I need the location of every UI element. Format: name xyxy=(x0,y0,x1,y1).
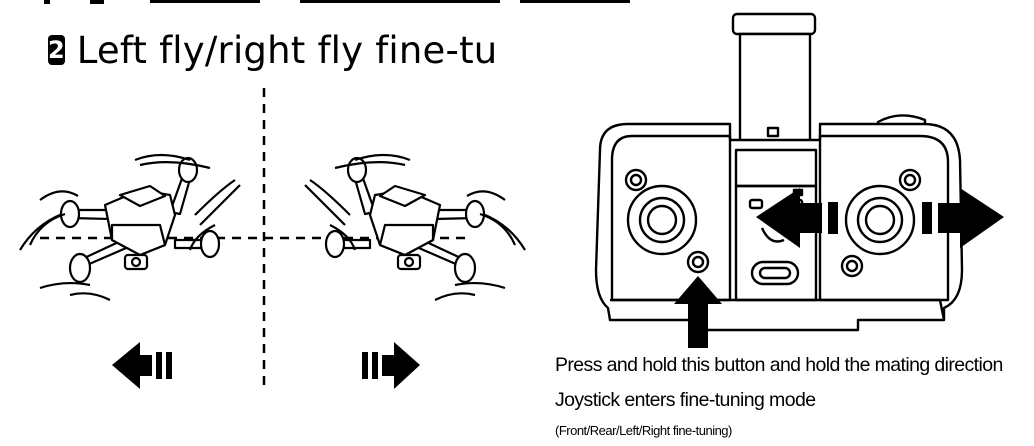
arrow-left-icon xyxy=(112,342,172,389)
drone-left xyxy=(19,153,241,301)
arrow-up-icon xyxy=(674,276,722,348)
cropped-top-text xyxy=(44,0,630,4)
drone-right xyxy=(304,153,526,301)
instruction-line-1: Press and hold this button and hold the … xyxy=(555,354,1003,376)
instruction-line-3: (Front/Rear/Left/Right fine-tuning) xyxy=(555,423,732,438)
arrow-right-icon xyxy=(362,342,420,389)
section-title: Left fly/right fly fine-tu xyxy=(76,28,494,72)
arrow-left-icon xyxy=(756,188,838,248)
instruction-line-2: Joystick enters fine-tuning mode xyxy=(555,389,816,411)
remote-controller xyxy=(594,12,964,332)
arrow-right-icon xyxy=(922,188,1004,248)
step-number-badge: 2 xyxy=(48,35,65,65)
section-heading: 2 Left fly/right fly fine-tu xyxy=(48,26,494,74)
